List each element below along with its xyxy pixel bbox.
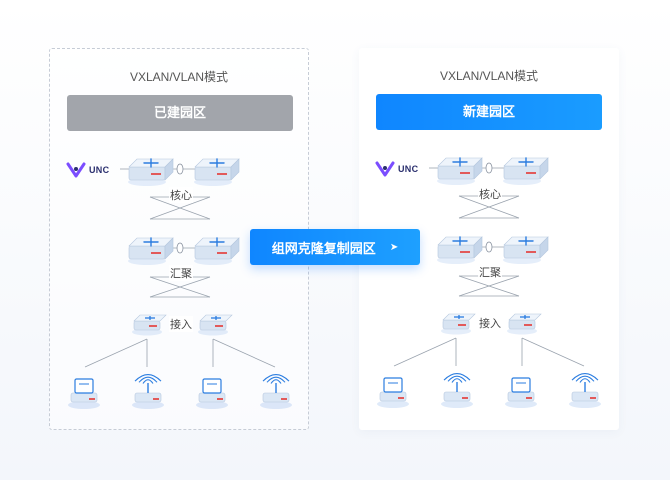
switch-icon bbox=[437, 236, 483, 264]
existing-topology bbox=[68, 158, 292, 409]
new-campus-panel: VXLAN/VLAN模式 新建园区 UNC 核心 汇聚 接入 bbox=[359, 48, 619, 430]
arrow-right-icon: ➤ bbox=[389, 241, 399, 253]
unc-logo-icon bbox=[375, 161, 395, 177]
link-marker bbox=[485, 162, 493, 174]
link-line bbox=[84, 338, 148, 368]
link-line bbox=[458, 195, 520, 219]
link-line bbox=[149, 276, 211, 298]
new-topology bbox=[377, 157, 601, 408]
switch-icon bbox=[503, 157, 549, 185]
aggregation-label: 汇聚 bbox=[478, 264, 502, 280]
wireless-ap-icon bbox=[569, 373, 601, 408]
unc-logo-text: UNC bbox=[398, 164, 419, 174]
link-line bbox=[458, 275, 520, 297]
mode-label: VXLAN/VLAN模式 bbox=[129, 70, 229, 84]
clone-campus-button[interactable]: 组网克隆复制园区 ➤ bbox=[250, 229, 420, 265]
switch-icon bbox=[437, 157, 483, 185]
laptop-icon bbox=[68, 378, 100, 409]
wireless-ap-icon bbox=[260, 374, 292, 409]
aggregation-label: 汇聚 bbox=[169, 265, 193, 281]
switch-icon bbox=[128, 237, 174, 265]
switch-icon bbox=[198, 314, 233, 336]
clone-campus-label: 组网克隆复制园区 bbox=[271, 240, 376, 256]
link-line bbox=[393, 337, 457, 367]
core-label: 核心 bbox=[169, 187, 193, 203]
laptop-icon bbox=[196, 378, 228, 409]
laptop-icon bbox=[505, 377, 537, 408]
laptop-icon bbox=[377, 377, 409, 408]
unc-logo: UNC bbox=[375, 161, 418, 177]
new-campus-badge: 新建园区 bbox=[376, 94, 602, 130]
link-marker bbox=[176, 163, 184, 175]
wireless-ap-icon bbox=[441, 373, 473, 408]
link-marker bbox=[176, 242, 184, 254]
unc-logo: UNC bbox=[66, 162, 109, 178]
wireless-ap-icon bbox=[132, 374, 164, 409]
link-line bbox=[521, 337, 585, 367]
switch-icon bbox=[132, 314, 167, 336]
mode-label: VXLAN/VLAN模式 bbox=[439, 69, 539, 83]
switch-icon bbox=[128, 158, 174, 186]
access-label: 接入 bbox=[169, 316, 193, 332]
switch-icon bbox=[503, 236, 549, 264]
switch-icon bbox=[194, 237, 240, 265]
unc-logo-text: UNC bbox=[89, 165, 110, 175]
link-marker bbox=[485, 241, 493, 253]
link-line bbox=[212, 338, 276, 368]
existing-campus-badge: 已建园区 bbox=[67, 95, 293, 131]
switch-icon bbox=[507, 313, 542, 335]
switch-icon bbox=[194, 158, 240, 186]
switch-icon bbox=[441, 313, 476, 335]
unc-logo-icon bbox=[66, 162, 86, 178]
link-line bbox=[149, 196, 211, 220]
core-label: 核心 bbox=[478, 186, 502, 202]
access-label: 接入 bbox=[478, 315, 502, 331]
